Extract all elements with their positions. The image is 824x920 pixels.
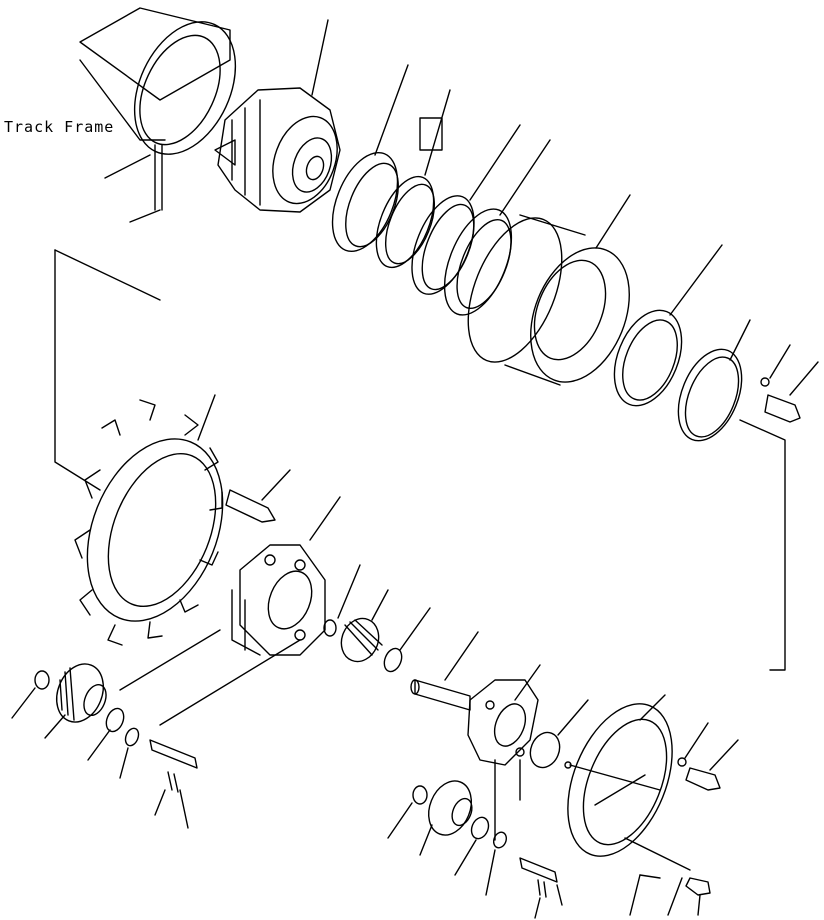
track-frame-label: Track Frame xyxy=(4,118,115,136)
pin xyxy=(520,858,562,918)
pin xyxy=(324,565,360,636)
washer xyxy=(12,671,49,718)
planet-gear xyxy=(45,657,112,738)
bracket-lines xyxy=(55,250,160,490)
floating-seal xyxy=(320,65,411,261)
bolt xyxy=(630,875,710,915)
bearing xyxy=(431,140,550,324)
pin xyxy=(150,740,197,828)
cover xyxy=(547,689,692,872)
planet-gear xyxy=(420,775,479,855)
bolt xyxy=(678,723,738,790)
o-ring xyxy=(525,700,588,772)
needle-bearing xyxy=(335,590,388,667)
washer xyxy=(388,786,427,838)
washer xyxy=(381,608,430,674)
bolt xyxy=(226,470,290,522)
planetary-carrier xyxy=(468,665,540,840)
final-drive-motor xyxy=(215,20,349,213)
bearing xyxy=(399,125,520,303)
sun-gear-shaft xyxy=(411,632,478,710)
hub xyxy=(449,195,648,397)
track-frame-belt xyxy=(80,6,255,222)
needle-bearing xyxy=(88,706,127,760)
ring-gear xyxy=(601,245,722,416)
needle-bearing xyxy=(455,815,492,875)
thrust-ring xyxy=(666,320,785,670)
washer xyxy=(486,830,509,895)
planetary-carrier xyxy=(120,497,340,725)
washer xyxy=(120,726,141,778)
bolt xyxy=(761,345,818,422)
o-ring xyxy=(365,90,450,275)
sprocket xyxy=(62,395,248,645)
